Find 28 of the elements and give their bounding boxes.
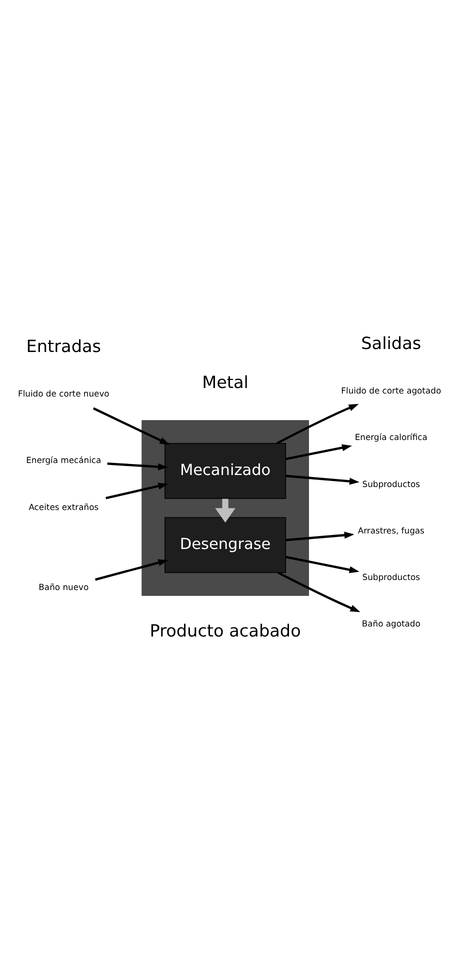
label: Metal	[202, 372, 248, 392]
node-box: Mecanizado	[164, 443, 286, 499]
node-text: Baño agotado	[362, 618, 420, 629]
arrow	[94, 559, 168, 581]
arrow	[286, 532, 354, 542]
node-text: Arrastres, fugas	[358, 525, 424, 536]
arrow	[106, 482, 168, 500]
node-text: Fluido de corte nuevo	[18, 388, 110, 399]
arrow	[92, 407, 170, 445]
cluster	[142, 420, 309, 596]
arrow	[276, 404, 359, 444]
node-text: Fluido de corte agotado	[341, 386, 442, 396]
arrow	[286, 444, 352, 460]
label: Entradas	[26, 336, 102, 356]
arrow	[286, 556, 360, 574]
node-text: Subproductos	[362, 572, 420, 582]
node-text: Energía calorífica	[354, 432, 428, 442]
arrow	[286, 474, 360, 485]
arrow	[215, 498, 236, 523]
arrow	[278, 572, 360, 612]
node-text: Baño nuevo	[38, 582, 89, 592]
node-text: Aceites extraños	[28, 502, 99, 512]
node-text: Energía mecánica	[26, 455, 102, 466]
node-text: Subproductos	[362, 478, 420, 489]
node-box: Desengrase	[164, 517, 286, 573]
label: Salidas	[361, 333, 422, 354]
label: Producto acabado	[150, 620, 301, 640]
arrow	[107, 462, 168, 470]
